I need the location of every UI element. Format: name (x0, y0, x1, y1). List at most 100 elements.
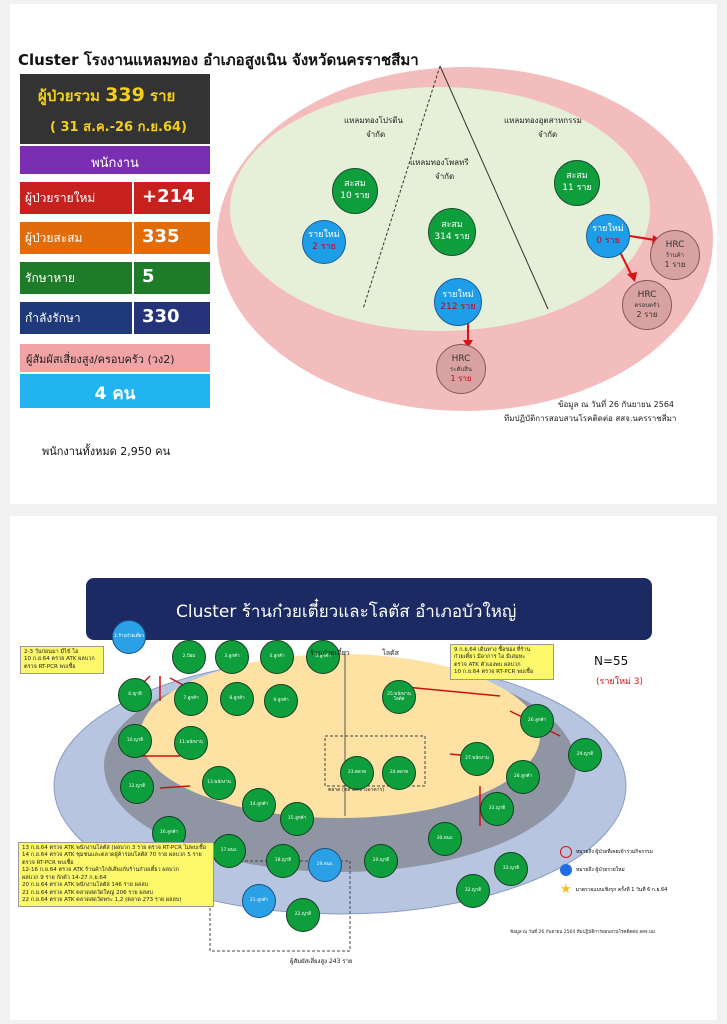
note-line: 21 ก.ย.64 ตรวจ ATK ตลาดสดวัดใหญ่ 206 ราย… (22, 889, 153, 896)
case-node: 31.ญาติ (480, 792, 514, 826)
note-line: 13 ก.ย.64 ตรวจ ATK พนักงานโลตัส (ผลบวก 3… (22, 845, 207, 851)
slide1-title: Cluster โรงงานแหลมทอง อำเภอสูงเนิน จังหว… (18, 51, 419, 69)
section-1-suffix: จำกัด (366, 130, 386, 139)
stat-label: ผู้ป่วยสะสม (25, 231, 83, 245)
source-line-1: ข้อมูล ณ วันที่ 26 กันยายน 2564 (558, 400, 675, 409)
circle-2-cumulative: สะสม 314 ราย (428, 208, 476, 256)
n-label: N=55 (594, 654, 629, 668)
note-line: ก๋วยเตี๋ยว มีอาการ ไอ มีเสมหะ (454, 654, 526, 661)
legend-item-new: หมายถึง ผู้ป่วยรายใหม่ (560, 864, 710, 876)
case-node: 7.ลูกค้า (174, 682, 208, 716)
slide2-source: ข้อมูล ณ วันที่ 26 กันยายน 2564 ทีมปฏิบั… (510, 930, 655, 935)
inner-ellipse (230, 87, 650, 331)
case-node: 4.ลูกค้า (260, 640, 294, 674)
employee-header: พนักงาน (20, 146, 210, 174)
slide-noodle-lotus: Cluster ร้านก๋วยเตี๋ยวและโลตัส อำเภอบัวใ… (10, 516, 717, 1020)
case-node: 21.ลูกค้า (242, 884, 276, 918)
case-node: 18.ญาติ (266, 844, 300, 878)
contacts-caption: ผู้สัมผัสเสี่ยงสูง (290, 958, 328, 965)
divider-right (439, 65, 549, 310)
case-node: 30.พนง. (428, 822, 462, 856)
case-node: 17.พนง. (212, 834, 246, 868)
legend-item-ring: หมายถึง ผู้ป่วยที่เคยเข้าร่วมกิจกรรม (560, 846, 710, 858)
total-unit: ราย (150, 87, 176, 105)
case-node: 32.ญาติ (456, 874, 490, 908)
stat-row: ผู้ป่วยสะสม 335 (20, 222, 210, 254)
note-line: 9 ก.ย.64 เดินทาง ซื้อของ ที่ร้าน (454, 647, 531, 653)
note-line: 10 ก.ย.64 ตรวจ ATK ผลบวก (24, 656, 95, 663)
stat-label: รักษาหาย (25, 271, 76, 285)
total-staff: พนักงานทั้งหมด 2,950 คน (42, 445, 171, 458)
note-lotus-case: 9 ก.ย.64 เดินทาง ซื้อของ ที่ร้านก๋วยเตี๋… (450, 644, 554, 680)
arrow-new-hrc3 (619, 251, 633, 277)
slide2-title: Cluster ร้านก๋วยเตี๋ยวและโลตัส อำเภอบัวใ… (176, 602, 517, 622)
case-node: 11.พนักงาน (174, 726, 208, 760)
circle-1-cumulative: สะสม 10 ราย (332, 168, 378, 214)
zone-lotus: โลตัส (382, 649, 399, 657)
contacts-label: ผู้สัมผัสเสี่ยงสูง/ครอบครัว (วง2) (20, 344, 210, 372)
stat-value: +214 (132, 182, 210, 214)
star-icon: ★ (560, 882, 572, 897)
case-node: 5.ลูกค้า (306, 640, 340, 674)
circle-3-new: รายใหม่ 0 ราย (586, 214, 630, 258)
section-2-name: แหลมทองโพลทรี (410, 158, 469, 167)
stat-row: รักษาหาย 5 (20, 262, 210, 294)
case-node: 22.ญาติ (286, 898, 320, 932)
total-value: 339 (105, 84, 145, 106)
source-line-2: ทีมปฏิบัติการสอบสวนโรคติดต่อ สสจ.นครราชส… (504, 414, 677, 423)
contacts-value: 4 คน (20, 374, 210, 408)
circle-2-new: รายใหม่ 212 ราย (434, 278, 482, 326)
circle-3-cumulative: สะสม 11 ราย (554, 160, 600, 206)
case-node: 9.ลูกค้า (264, 684, 298, 718)
case-node: 19.พนง. (308, 848, 342, 882)
slide2-title-bar: Cluster ร้านก๋วยเตี๋ยวและโลตัส อำเภอบัวใ… (86, 578, 652, 640)
case-node: 10.ญาติ (118, 724, 152, 758)
stat-row: กำลังรักษา 330 (20, 302, 210, 334)
contacts-count: 243 ราย (328, 958, 353, 965)
circle-1-new: รายใหม่ 2 ราย (302, 220, 346, 264)
total-prefix: ผู้ป่วยรวม (38, 87, 100, 105)
slide-laemthong: Cluster โรงงานแหลมทอง อำเภอสูงเนิน จังหว… (10, 4, 717, 504)
stat-row: ผู้ป่วยรายใหม่ +214 (20, 182, 210, 214)
note-line: 20 ก.ย.64 ตรวจ ATK พนักงานโลตัส 146 ราย … (22, 882, 149, 889)
case-node: 26.ลูกค้า (520, 704, 554, 738)
summary-box: ผู้ป่วยรวม 339 ราย ( 31 ส.ค.-26 ก.ย.64) (20, 74, 210, 144)
stat-label: กำลังรักษา (25, 311, 81, 325)
note-testing-timeline: 13 ก.ย.64 ตรวจ ATK พนักงานโลตัส (ผลบวก 3… (18, 842, 214, 908)
zone-noodle: ร้านก๋วยเตี๋ยว (310, 649, 350, 657)
market-box (324, 735, 426, 787)
note-line: 22 ก.ย.64 ตรวจ ATK ตลาดสดวัดพระ 1,2 (ตลา… (22, 896, 182, 903)
note-line: ตรวจ RT-PCR พบเชื้อ (24, 663, 76, 670)
section-1-name: แหลมทองโปรตีน (344, 116, 403, 125)
stat-value: 5 (132, 262, 210, 294)
section-2-suffix: จำกัด (435, 172, 455, 181)
note-line: 14 ก.ย.64 ตรวจ ATK ชุมชนและตลาดผู้ค้ารอบ… (22, 852, 202, 859)
case-node: 27.พนักงาน (460, 742, 494, 776)
case-node: 2.ป้อม (172, 640, 206, 674)
case-node: 6.ญาติ (118, 678, 152, 712)
section-3-suffix: จำกัด (538, 130, 558, 139)
stat-label: ผู้ป่วยรายใหม่ (25, 191, 96, 205)
case-node: 28.ลูกค้า (506, 760, 540, 794)
arrow-h (159, 785, 191, 789)
section-3-name: แหลมทองอุตสาหกรรม (504, 116, 582, 125)
zone-market: ตลาด (ตลาดกลางอาคาร) (328, 787, 385, 793)
case-node: 29.ญาติ (568, 738, 602, 772)
case-node: 12.ญาติ (120, 770, 154, 804)
period: ( 31 ส.ค.-26 ก.ย.64) (50, 120, 188, 135)
case-node: 25.พนักงานโลตัส (382, 680, 416, 714)
case-node: 8.ลูกค้า (220, 682, 254, 716)
note-line: ผลบวก 9 ราย กักตัว 14-27 ก.ย.64 (22, 874, 107, 881)
case-node: 15.ลูกค้า (280, 802, 314, 836)
note-line: ตรวจ RT-PCR พบเชื้อ (22, 859, 74, 866)
stat-value: 335 (132, 222, 210, 254)
arrow-head-hrc3 (627, 272, 637, 282)
case-node: 33.ญาติ (494, 852, 528, 886)
note-line: 10 ก.ย.64 ตรวจ RT-PCR พบเชื้อ (454, 669, 534, 676)
case-node: 14.ลูกค้า (242, 788, 276, 822)
case-node: 24.ตลาด (382, 756, 416, 790)
stat-value: 330 (132, 302, 210, 334)
hrc-1: HRC ระดับสิน 1 ราย (436, 344, 486, 394)
new-label: (รายใหม่ 3) (596, 677, 644, 687)
